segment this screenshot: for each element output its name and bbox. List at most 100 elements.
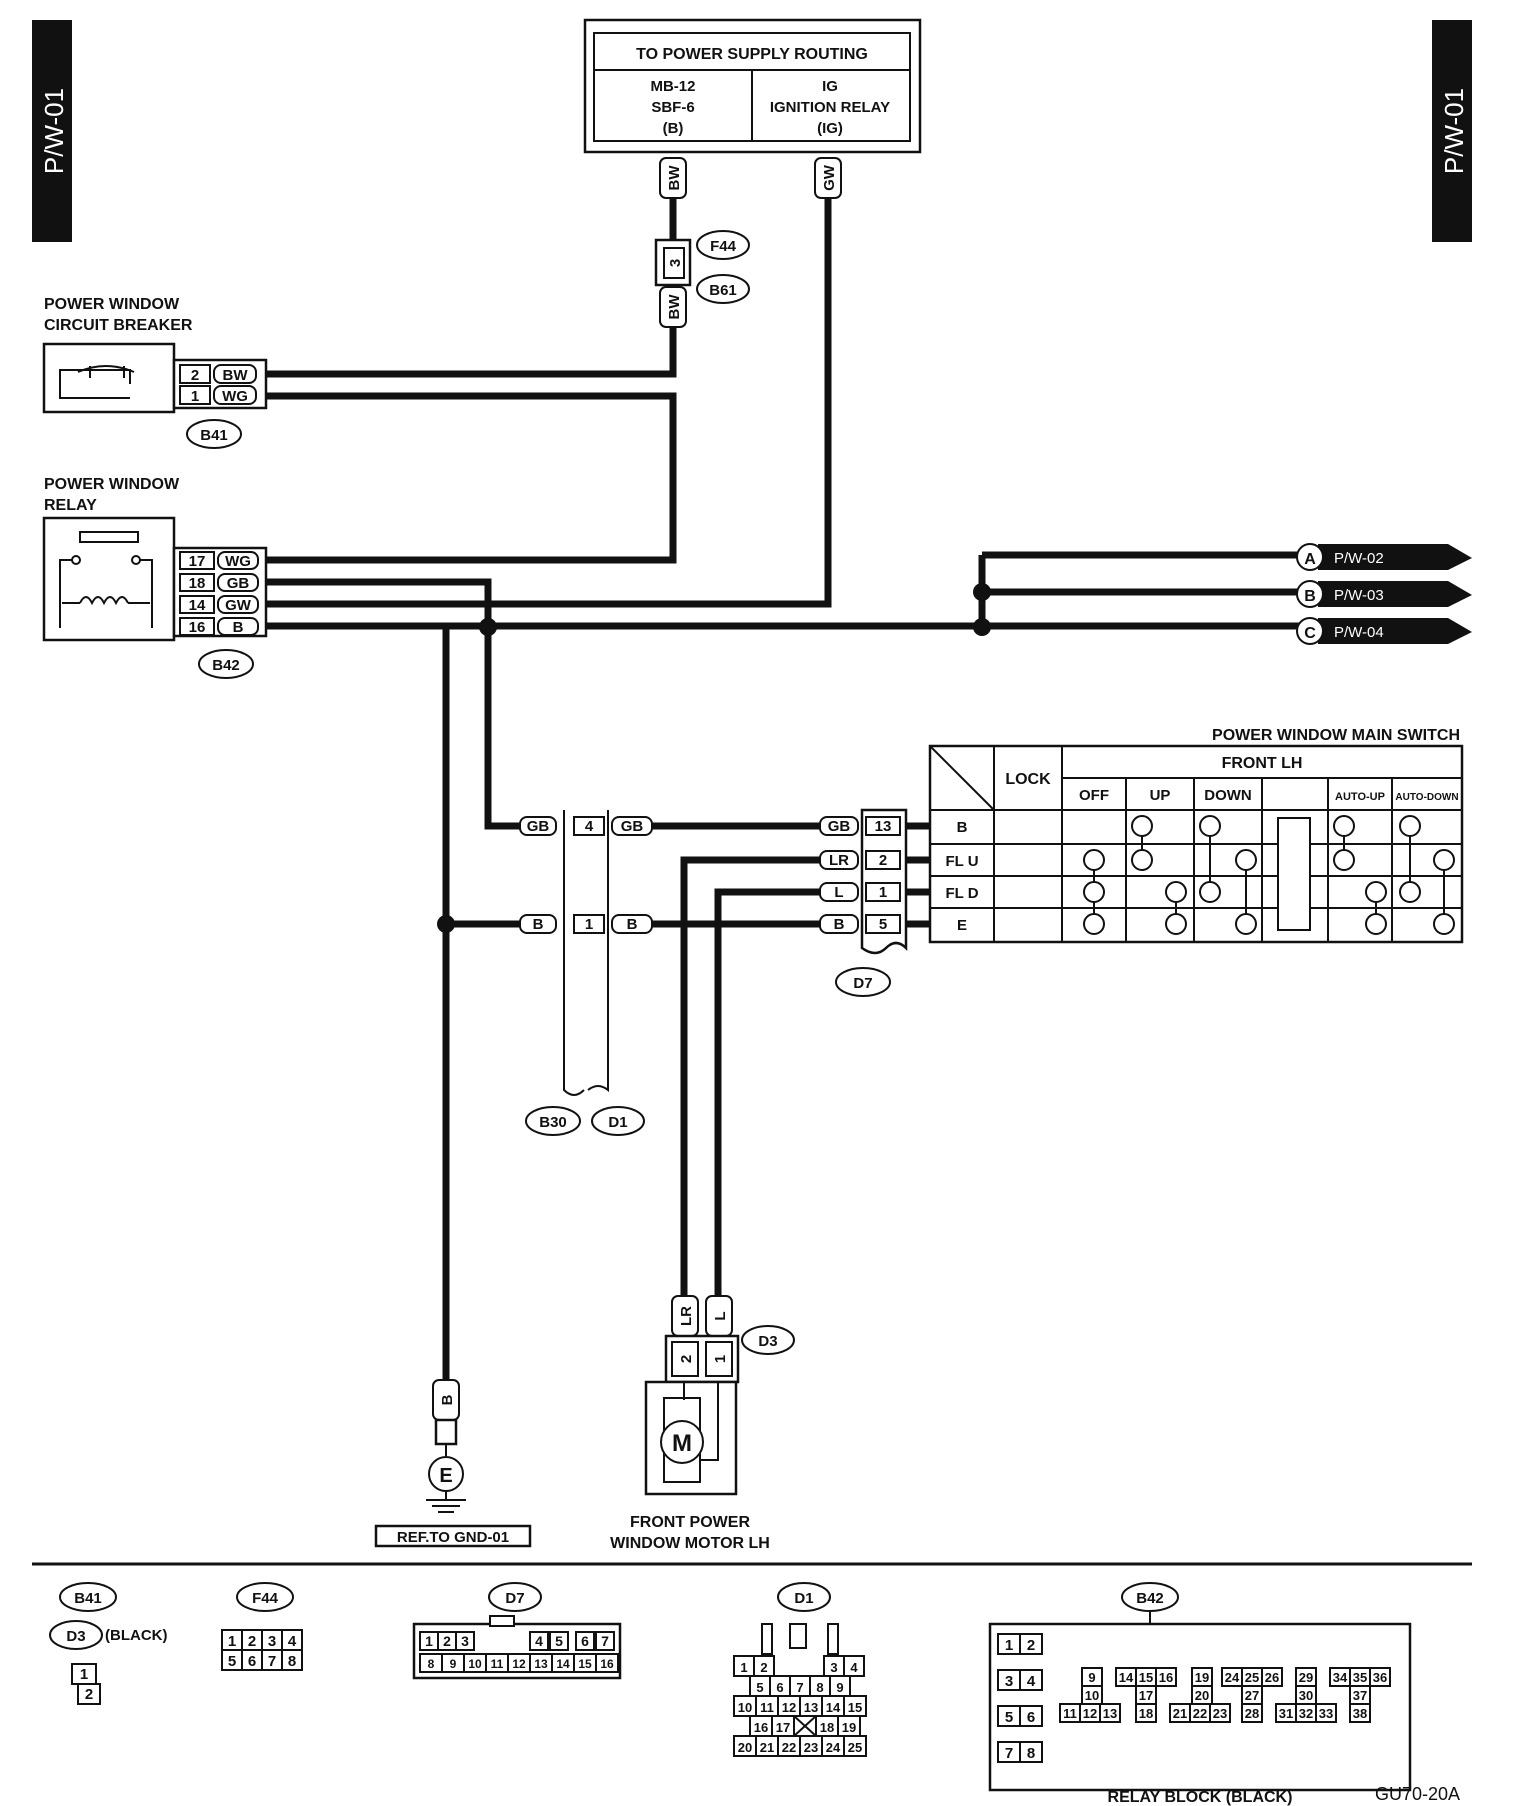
relay-pin-11: 11 bbox=[1063, 1706, 1077, 1721]
svg-text:B: B bbox=[233, 619, 244, 636]
row-fl-u: FL U bbox=[945, 853, 978, 870]
supply-right-3: (IG) bbox=[817, 120, 843, 137]
d1-pin-2: 2 bbox=[760, 1660, 767, 1675]
label-b61: B61 bbox=[709, 282, 737, 299]
connector-d7: GB 13 LR 2 L 1 B 5 D7 bbox=[819, 808, 908, 997]
d1-pin-18: 18 bbox=[820, 1720, 834, 1735]
row-e: E bbox=[957, 917, 967, 934]
svg-text:4: 4 bbox=[585, 818, 594, 835]
output-b: B P/W-03 bbox=[1296, 580, 1472, 608]
svg-text:2: 2 bbox=[879, 852, 887, 869]
motor-label-2: WINDOW MOTOR LH bbox=[610, 1535, 770, 1552]
d1-pin-21: 21 bbox=[760, 1740, 774, 1755]
relay-pin-5: 5 bbox=[1005, 1709, 1013, 1726]
ground-symbol: E bbox=[439, 1465, 452, 1487]
svg-text:B: B bbox=[627, 916, 638, 933]
svg-text:1: 1 bbox=[585, 916, 593, 933]
relay-label-1: POWER WINDOW bbox=[44, 476, 180, 493]
svg-text:LR: LR bbox=[829, 852, 849, 869]
svg-text:WG: WG bbox=[222, 388, 248, 405]
relay-pin-16: 16 bbox=[1159, 1670, 1173, 1685]
col-auto-down: AUTO-DOWN bbox=[1395, 792, 1458, 803]
relay-pin-6: 6 bbox=[1027, 1709, 1035, 1726]
svg-text:14: 14 bbox=[189, 597, 206, 614]
svg-text:18: 18 bbox=[189, 575, 206, 592]
d1-pin-11: 11 bbox=[760, 1700, 774, 1715]
svg-text:5: 5 bbox=[879, 916, 887, 933]
svg-text:GB: GB bbox=[227, 575, 250, 592]
d7-pin-5: 5 bbox=[555, 1633, 563, 1649]
col-lock: LOCK bbox=[1005, 771, 1051, 788]
relay-pin-12: 12 bbox=[1083, 1706, 1097, 1721]
d7-pin-15: 15 bbox=[578, 1657, 592, 1671]
d7-pin-9: 9 bbox=[450, 1657, 457, 1671]
ground: B E REF.TO GND-01 bbox=[374, 1379, 532, 1548]
d7-pin-13: 13 bbox=[534, 1657, 548, 1671]
label-b42: B42 bbox=[212, 657, 240, 674]
relay-pin-18: 18 bbox=[1139, 1706, 1153, 1721]
connector-f44-b61: 3 F44 B61 bbox=[654, 230, 750, 304]
d7-pin-4: 4 bbox=[535, 1633, 543, 1649]
d1-pin-7: 7 bbox=[796, 1680, 803, 1695]
svg-text:B41: B41 bbox=[74, 1590, 102, 1607]
svg-text:B: B bbox=[834, 916, 845, 933]
svg-text:2: 2 bbox=[191, 367, 199, 384]
relay-label-2: RELAY bbox=[44, 497, 97, 514]
row-fl-d: FL D bbox=[945, 885, 978, 902]
relay-pin-9: 9 bbox=[1088, 1670, 1095, 1685]
d1-pin-13: 13 bbox=[804, 1700, 818, 1715]
relay-pin-37: 37 bbox=[1353, 1688, 1367, 1703]
relay-pin-15: 15 bbox=[1139, 1670, 1153, 1685]
svg-text:1: 1 bbox=[191, 388, 199, 405]
relay-pin-8: 8 bbox=[1027, 1745, 1035, 1762]
relay-pin-30: 30 bbox=[1299, 1688, 1313, 1703]
relay-pin-14: 14 bbox=[1119, 1670, 1134, 1685]
label-d7: D7 bbox=[853, 975, 872, 992]
d1-pin-22: 22 bbox=[782, 1740, 796, 1755]
d7-pin-6: 6 bbox=[581, 1633, 589, 1649]
label-b30: B30 bbox=[539, 1114, 567, 1131]
svg-text:GW: GW bbox=[821, 164, 838, 191]
d7-pin-7: 7 bbox=[601, 1633, 609, 1649]
f44-pin-4: 4 bbox=[288, 1633, 297, 1650]
svg-text:D7: D7 bbox=[505, 1590, 524, 1607]
relay-pin-20: 20 bbox=[1195, 1688, 1209, 1703]
motor-label-1: FRONT POWER bbox=[630, 1514, 750, 1531]
window-motor: LR L 2 1 D3 M FRONT POWER WINDOW MOTOR L… bbox=[610, 1295, 795, 1552]
svg-text:1: 1 bbox=[712, 1355, 729, 1363]
svg-text:P/W-04: P/W-04 bbox=[1334, 624, 1384, 641]
svg-text:BW: BW bbox=[223, 367, 249, 384]
relay-pin-33: 33 bbox=[1319, 1706, 1333, 1721]
supply-title: TO POWER SUPPLY ROUTING bbox=[636, 46, 868, 63]
svg-text:C: C bbox=[1304, 625, 1316, 642]
relay-pin-31: 31 bbox=[1279, 1706, 1293, 1721]
figure-id: GU70-20A bbox=[1375, 1784, 1460, 1804]
d1-pin-12: 12 bbox=[782, 1700, 796, 1715]
label-d3: D3 bbox=[758, 1333, 777, 1350]
d1-pin-10: 10 bbox=[738, 1700, 752, 1715]
svg-text:BW: BW bbox=[666, 165, 683, 191]
motor-symbol: M bbox=[672, 1430, 692, 1457]
relay-pin-35: 35 bbox=[1353, 1670, 1367, 1685]
d7-pin-2: 2 bbox=[443, 1633, 451, 1649]
d7-pin-3: 3 bbox=[461, 1633, 469, 1649]
svg-text:LR: LR bbox=[678, 1306, 695, 1326]
svg-text:A: A bbox=[1304, 551, 1316, 568]
col-auto-up: AUTO-UP bbox=[1335, 791, 1385, 803]
supply-left-1: MB-12 bbox=[650, 78, 695, 95]
relay-pin-21: 21 bbox=[1173, 1706, 1187, 1721]
relay-pin-13: 13 bbox=[1103, 1706, 1117, 1721]
svg-text:(BLACK): (BLACK) bbox=[105, 1627, 167, 1644]
relay-pin-23: 23 bbox=[1213, 1706, 1227, 1721]
svg-text:GB: GB bbox=[828, 818, 851, 835]
d1-pin-19: 19 bbox=[842, 1720, 856, 1735]
ground-ref: REF.TO GND-01 bbox=[397, 1529, 509, 1546]
col-down: DOWN bbox=[1204, 787, 1252, 804]
relay-pin-3: 3 bbox=[1005, 1673, 1013, 1690]
main-switch-title: POWER WINDOW MAIN SWITCH bbox=[1212, 727, 1460, 744]
power-window-relay: POWER WINDOW RELAY 17 18 14 16 WG GB GW … bbox=[42, 476, 268, 679]
f44-pin-3: 3 bbox=[268, 1633, 276, 1650]
svg-text:B: B bbox=[533, 916, 544, 933]
svg-text:2: 2 bbox=[678, 1355, 695, 1363]
